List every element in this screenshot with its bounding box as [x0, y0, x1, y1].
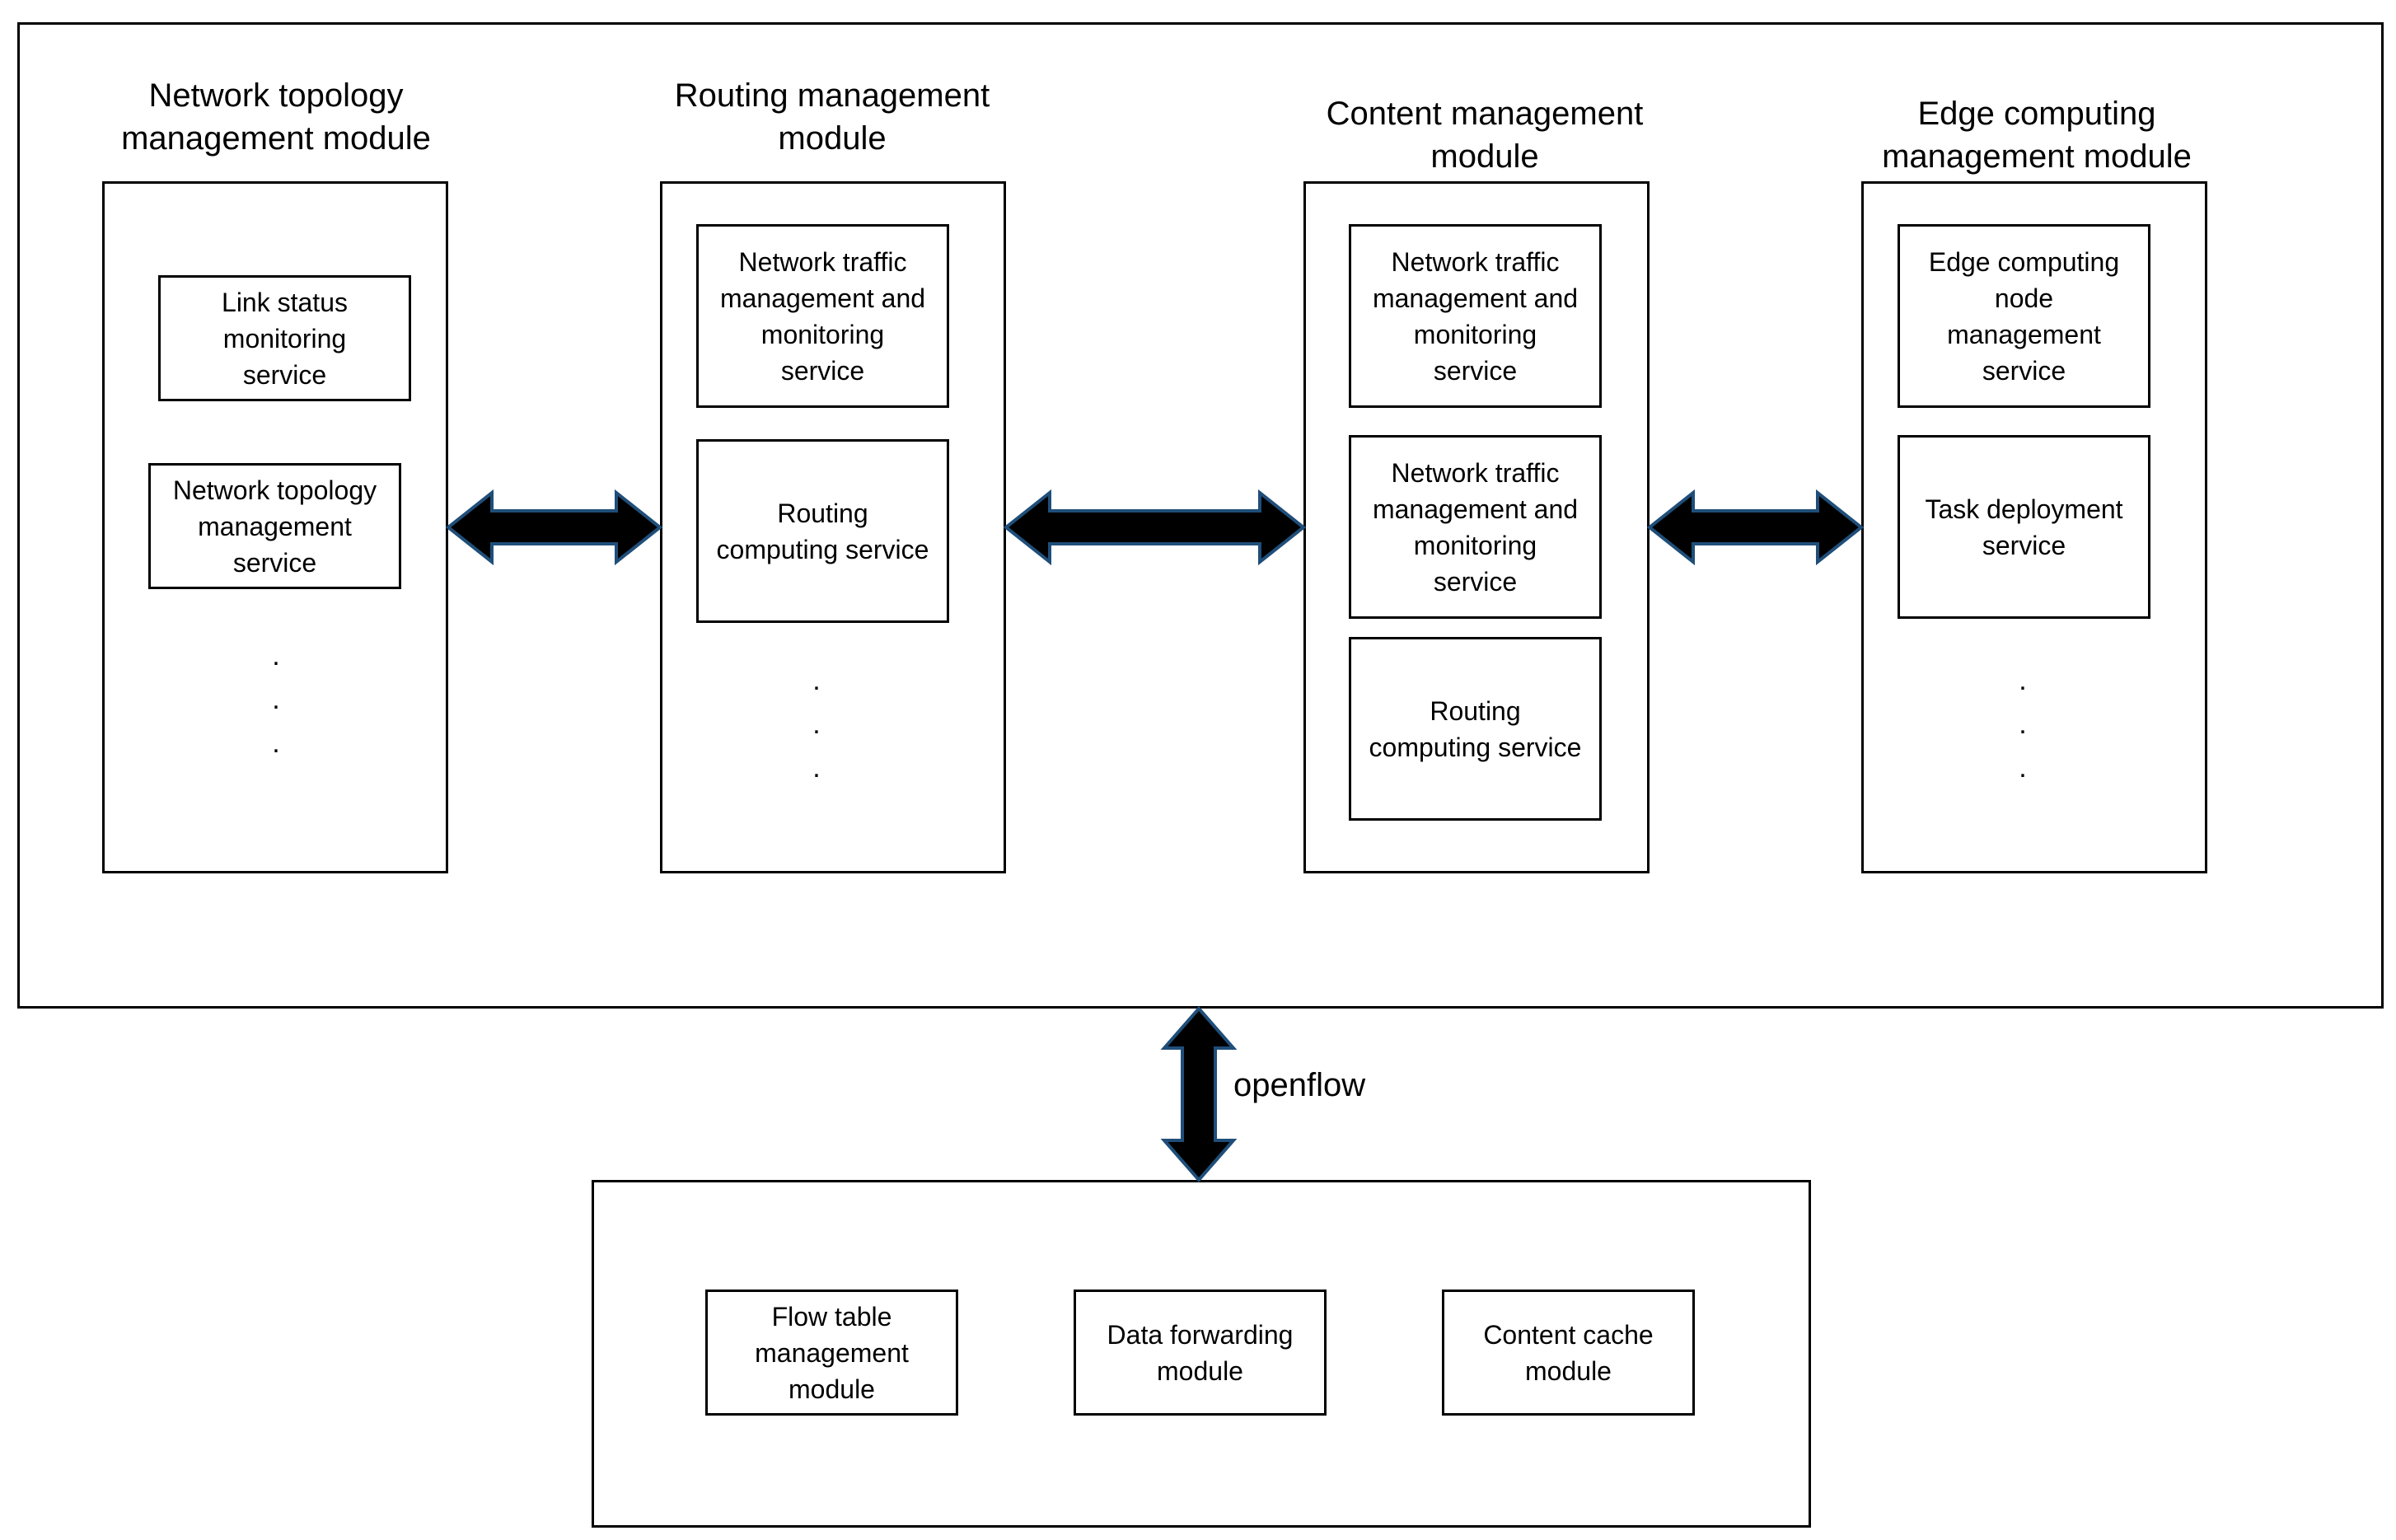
- service-task-deployment: Task deployment service: [1898, 435, 2150, 619]
- service-edge-computing-node-management: Edge computing node management service: [1898, 224, 2150, 408]
- service-network-traffic-management-monitoring: Network traffic management and monitorin…: [1349, 435, 1602, 619]
- bidirectional-arrow-routing-content: [1003, 489, 1307, 566]
- content-cache-module: Content cache module: [1442, 1290, 1695, 1416]
- module-edge-computing-ellipsis: . . .: [2019, 665, 2027, 784]
- module-routing-management-ellipsis: . . .: [812, 665, 821, 784]
- service-link-status-monitoring: Link status monitoring service: [158, 275, 411, 401]
- service-routing-computing: Routing computing service: [1349, 637, 1602, 821]
- bidirectional-arrow-content-edge: [1646, 489, 1865, 566]
- bidirectional-arrow-openflow: [1160, 1005, 1238, 1183]
- service-routing-computing: Routing computing service: [696, 439, 949, 623]
- service-network-traffic-management-monitoring: Network traffic management and monitorin…: [696, 224, 949, 408]
- data-forwarding-module: Data forwarding module: [1074, 1290, 1327, 1416]
- module-title-content-management: Content management module: [1326, 96, 1644, 175]
- module-title-network-topology: Network topology management module: [121, 77, 431, 157]
- openflow-label: openflow: [1233, 1067, 1366, 1103]
- module-title-routing-management: Routing management module: [674, 77, 990, 157]
- module-network-topology-ellipsis: . . .: [272, 640, 280, 759]
- bidirectional-arrow-topology-routing: [445, 489, 663, 566]
- service-network-topology-management: Network topology management service: [148, 463, 401, 589]
- module-title-edge-computing: Edge computing management module: [1882, 96, 2192, 175]
- flow-table-management-module: Flow table management module: [705, 1290, 958, 1416]
- service-network-traffic-management-monitoring: Network traffic management and monitorin…: [1349, 224, 1602, 408]
